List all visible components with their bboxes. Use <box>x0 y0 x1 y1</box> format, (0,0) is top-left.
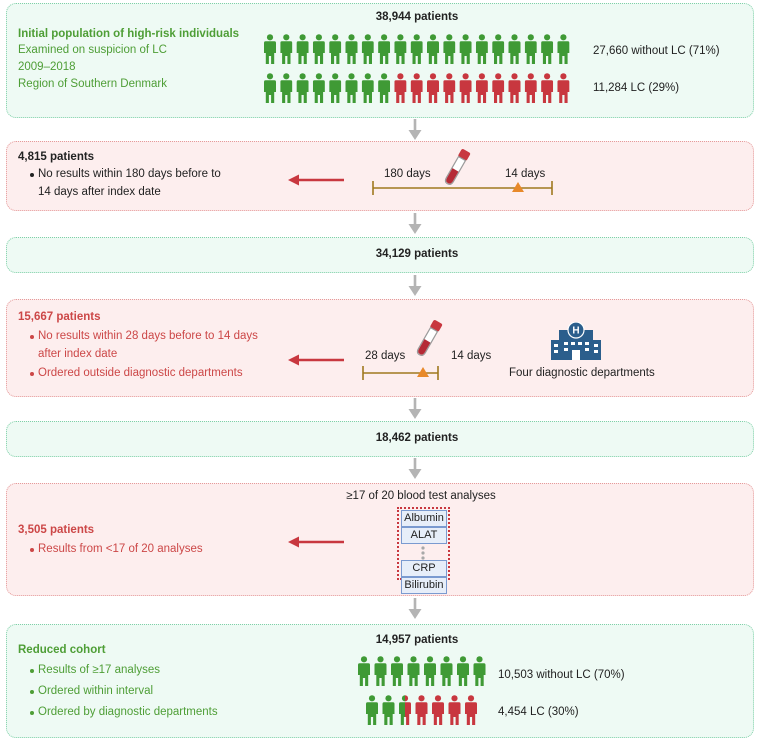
exclusion-1-after-label: 14 days <box>505 168 546 180</box>
exclusion-1-bullet <box>30 173 34 177</box>
exclusion-3-box <box>6 483 754 596</box>
final-title: Reduced cohort <box>18 644 106 656</box>
exclusion-2-timeline <box>362 366 439 380</box>
flow-arrow-2 <box>408 213 422 234</box>
exclusion-3-count: 3,505 patients <box>18 524 95 536</box>
initial-people-row-1 <box>264 34 570 64</box>
final-people-row-1 <box>358 656 486 686</box>
exclusion-2-bullet-1-line-2: after index date <box>38 348 118 360</box>
exclusion-2-after-label: 14 days <box>451 350 492 362</box>
initial-total: 38,944 patients <box>375 11 459 23</box>
hospital-icon: H <box>551 322 601 360</box>
hospital-label: Four diagnostic departments <box>509 367 655 379</box>
exclusion-2-bullet-1-line-1: No results within 28 days before to 14 d… <box>38 330 258 342</box>
dots-icon <box>421 546 425 560</box>
exclusion-2-bullet-2-text: Ordered outside diagnostic departments <box>38 367 243 379</box>
final-bullet-2 <box>30 690 34 694</box>
exclusion-1-before-label: 180 days <box>384 168 431 180</box>
final-without-lc: 10,503 without LC (70%) <box>498 669 625 681</box>
analysis-crp: CRP <box>401 560 447 577</box>
final-bullet-2-text: Ordered within interval <box>38 685 154 697</box>
step-3-total: 18,462 patients <box>375 432 459 444</box>
flow-arrow-6 <box>408 598 422 619</box>
svg-text:H: H <box>572 326 579 337</box>
exclusion-3-bullet <box>30 548 34 552</box>
final-bullet-1-text: Results of ≥17 analyses <box>38 664 161 676</box>
exclusion-1-line-2: 14 days after index date <box>38 186 161 198</box>
exclusion-3-header: ≥17 of 20 blood test analyses <box>346 490 496 502</box>
exclusion-2-bullet-2 <box>30 372 34 376</box>
flow-arrow-3 <box>408 275 422 296</box>
initial-line-2: 2009–2018 <box>18 61 76 73</box>
exclusion-2-bullet-1 <box>30 335 34 339</box>
initial-line-3: Region of Southern Denmark <box>18 78 167 90</box>
exclusion-1-line-1: No results within 180 days before to <box>38 168 221 180</box>
exclusion-1-count: 4,815 patients <box>18 151 95 163</box>
exclusion-1-box <box>6 141 754 211</box>
initial-people-row-2 <box>264 73 570 103</box>
final-bullet-1 <box>30 669 34 673</box>
step-2-total: 34,129 patients <box>375 248 459 260</box>
exclusion-3-arrow <box>288 536 344 548</box>
step-3-box <box>6 421 754 457</box>
final-bullet-3-text: Ordered by diagnostic departments <box>38 706 218 718</box>
reduced-cohort-box <box>6 624 754 738</box>
step-2-box <box>6 237 754 273</box>
analysis-albumin: Albumin <box>401 510 447 527</box>
initial-title: Initial population of high-risk individu… <box>18 28 240 40</box>
initial-line-1: Examined on suspicion of LC <box>18 44 167 56</box>
exclusion-2-box <box>6 299 754 397</box>
initial-lc: 11,284 LC (29%) <box>593 82 680 94</box>
exclusion-3-bullet-text: Results from <17 of 20 analyses <box>38 543 203 555</box>
exclusion-2-arrow <box>288 354 344 366</box>
final-total: 14,957 patients <box>375 634 459 646</box>
flow-arrow-4 <box>408 398 422 419</box>
exclusion-1-arrow <box>288 174 344 186</box>
flow-arrow-5 <box>408 458 422 479</box>
final-people-row-2 <box>366 695 477 725</box>
blood-tube-icon <box>414 318 443 358</box>
final-lc: 4,454 LC (30%) <box>498 706 579 718</box>
exclusion-1-timeline <box>372 181 553 195</box>
analysis-bilirubin: Bilirubin <box>401 577 447 594</box>
exclusion-2-before-label: 28 days <box>365 350 406 362</box>
initial-without-lc: 27,660 without LC (71%) <box>593 45 720 57</box>
flow-arrow-1 <box>408 119 422 140</box>
final-bullet-3 <box>30 711 34 715</box>
analysis-alat: ALAT <box>401 527 447 544</box>
exclusion-2-count: 15,667 patients <box>18 311 101 323</box>
